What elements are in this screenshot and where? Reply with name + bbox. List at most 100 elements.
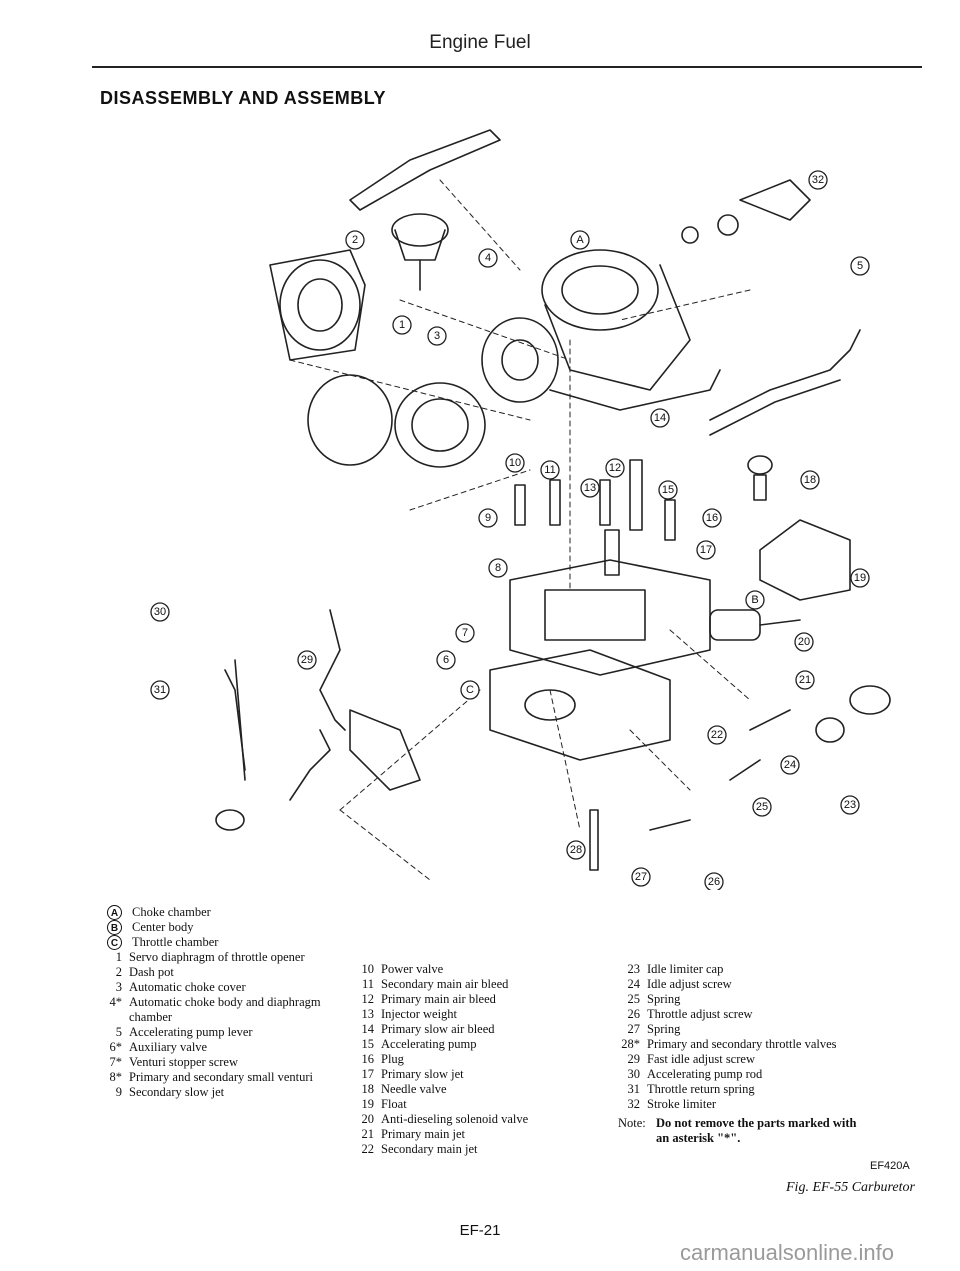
- legend-item: 19 Float: [352, 1097, 592, 1112]
- legend-item-text: Stroke limiter: [647, 1097, 717, 1111]
- legend-item-text: Accelerating pump rod: [647, 1067, 763, 1081]
- legend-item: 5 Accelerating pump lever: [100, 1025, 330, 1040]
- legend-item-number: 30: [627, 1067, 641, 1081]
- legend-item-text: Injector weight: [381, 1007, 458, 1021]
- callout-30: 30: [150, 602, 170, 622]
- callout-23: 23: [840, 795, 860, 815]
- callout-4: 4: [478, 248, 498, 268]
- legend-item-text: Power valve: [381, 962, 444, 976]
- legend-item-text: Primary and secondary small venturi: [129, 1070, 313, 1084]
- legend-item-text: Primary main jet: [381, 1127, 466, 1141]
- svg-text:14: 14: [654, 412, 666, 424]
- legend-item-text: Secondary main jet: [381, 1142, 478, 1156]
- legend-item-number: 7*: [109, 1055, 123, 1069]
- legend-item-text: Choke chamber: [132, 905, 211, 919]
- svg-text:24: 24: [784, 759, 796, 771]
- legend-item-number: 20: [361, 1112, 375, 1126]
- legend-item-text: Primary slow air bleed: [381, 1022, 495, 1036]
- legend-item-number: 15: [361, 1037, 375, 1051]
- legend-item-number: 6*: [109, 1040, 123, 1054]
- figure-caption: Fig. EF-55 Carburetor: [786, 1180, 915, 1195]
- legend-item: 8* Primary and secondary small venturi: [100, 1070, 330, 1085]
- watermark: carmanualsonline.info: [680, 1240, 895, 1265]
- callout-5: 5: [850, 256, 870, 276]
- callout-32: 32: [808, 170, 828, 190]
- legend-item: 6*Auxiliary valve: [100, 1040, 330, 1055]
- svg-text:32: 32: [812, 174, 824, 186]
- svg-text:6: 6: [443, 654, 449, 666]
- legend-item-text: Automatic choke cover: [129, 980, 246, 994]
- svg-text:23: 23: [844, 799, 856, 811]
- legend-item-text: Anti-dieseling solenoid valve: [381, 1112, 529, 1126]
- callout-13: 13: [580, 478, 600, 498]
- legend-item-number: C: [107, 935, 122, 950]
- svg-text:18: 18: [804, 474, 816, 486]
- legend-item-number: 8*: [109, 1070, 123, 1084]
- legend-item-number: B: [107, 920, 122, 935]
- svg-text:21: 21: [799, 674, 811, 686]
- page-header: Engine Fuel: [429, 32, 531, 53]
- legend-item-text: Idle adjust screw: [647, 977, 732, 991]
- svg-text:5: 5: [857, 260, 863, 272]
- legend-item-number: 14: [361, 1022, 375, 1036]
- figure-code: EF420A: [870, 1160, 910, 1172]
- svg-text:16: 16: [706, 512, 718, 524]
- legend-item-number: 3: [115, 980, 122, 994]
- legend-item-text: Fast idle adjust screw: [647, 1052, 755, 1066]
- legend-item-number: 31: [627, 1082, 641, 1096]
- svg-text:3: 3: [434, 330, 440, 342]
- legend-item-text: Center body: [132, 920, 194, 934]
- note-label: Note:: [618, 1116, 646, 1130]
- callout-21: 21: [795, 670, 815, 690]
- legend-item-number: 21: [361, 1127, 375, 1141]
- svg-text:19: 19: [854, 572, 866, 584]
- legend-item-text: Float: [381, 1097, 407, 1111]
- svg-text:11: 11: [544, 464, 555, 476]
- svg-text:1: 1: [399, 319, 405, 331]
- callout-10: 10: [505, 453, 525, 473]
- legend-item-number: 16: [361, 1052, 375, 1066]
- callout-16: 16: [702, 508, 722, 528]
- legend-item-number: 24: [627, 977, 641, 991]
- section-title: DISASSEMBLY AND ASSEMBLY: [100, 88, 387, 108]
- legend-item-text: Throttle chamber: [132, 935, 219, 949]
- callout-11: 11: [540, 460, 560, 480]
- legend-item-number: 12: [361, 992, 375, 1006]
- svg-text:9: 9: [485, 512, 491, 524]
- legend-item: 31 Throttle return spring: [618, 1082, 868, 1097]
- legend-item: B Center body: [100, 920, 330, 935]
- svg-text:17: 17: [700, 544, 712, 556]
- legend-item: 14 Primary slow air bleed: [352, 1022, 592, 1037]
- svg-text:7: 7: [462, 627, 468, 639]
- legend-item-text: Spring: [647, 992, 681, 1006]
- legend-item-number: 19: [361, 1097, 375, 1111]
- legend-item-text: Throttle return spring: [647, 1082, 755, 1096]
- callout-1: 1: [392, 315, 412, 335]
- legend-item-number: 11: [361, 977, 374, 991]
- legend-item-text: Dash pot: [129, 965, 174, 979]
- legend-item-number: 5: [115, 1025, 122, 1039]
- note-text: Do not remove the parts marked with an a…: [656, 1116, 857, 1145]
- callout-7: 7: [455, 623, 475, 643]
- legend-item: 4*Automatic choke body and diaphragm cha…: [100, 995, 330, 1025]
- legend-item-text: Accelerating pump lever: [129, 1025, 253, 1039]
- callout-3: 3: [427, 326, 447, 346]
- legend-item: 3 Automatic choke cover: [100, 980, 330, 995]
- svg-text:A: A: [576, 234, 584, 246]
- legend-item-text: Idle limiter cap: [647, 962, 724, 976]
